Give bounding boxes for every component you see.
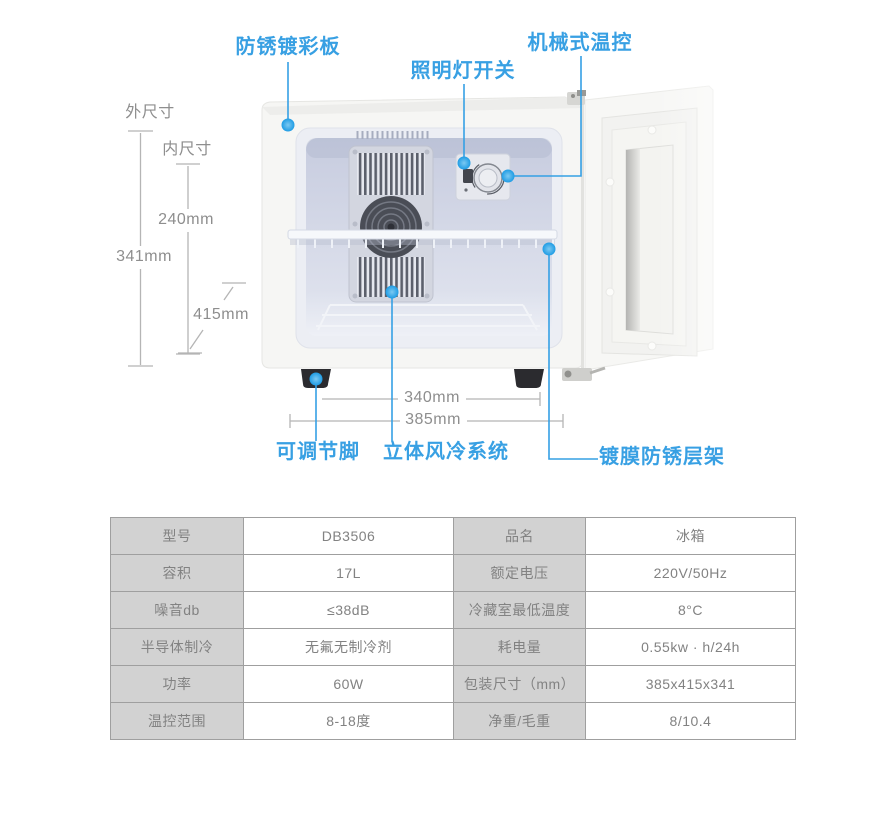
spec-value-cell: 220V/50Hz (585, 554, 796, 592)
callout-dot-cooling (385, 285, 399, 299)
spec-value-cell: ≤38dB (243, 591, 454, 629)
callout-dot-foot (309, 372, 323, 386)
door-hinge-top (567, 90, 586, 105)
spec-row: 半导体制冷 无氟无制冷剂 耗电量 0.55kw · h/24h (110, 628, 796, 666)
label-outer-width: 385mm (405, 411, 461, 428)
spec-value-cell: 8°C (585, 591, 796, 629)
label-outer-size: 外尺寸 (125, 104, 175, 121)
spec-label-cell: 温控范围 (110, 702, 244, 740)
cooling-fan (360, 196, 422, 258)
label-depth: 415mm (193, 306, 249, 323)
callout-dot-panel (281, 118, 295, 132)
spec-label-cell: 包装尺寸（mm） (453, 665, 586, 703)
dim-depth-line (178, 282, 246, 354)
spec-row: 容积 17L 额定电压 220V/50Hz (110, 554, 796, 592)
label-mechanical-thermostat: 机械式温控 (527, 32, 633, 54)
label-air-cooling-system: 立体风冷系统 (383, 441, 509, 463)
spec-row: 型号 DB3506 品名 冰箱 (110, 517, 796, 555)
door-bumps (605, 125, 657, 351)
label-anti-rust-panel: 防锈镀彩板 (235, 36, 341, 58)
wire-shelf (287, 229, 558, 248)
spec-row: 噪音db ≤38dB 冷藏室最低温度 8°C (110, 591, 796, 629)
spec-value-cell: 冰箱 (585, 517, 796, 555)
spec-row: 温控范围 8-18度 净重/毛重 8/10.4 (110, 702, 796, 740)
callout-dot-shelf (542, 242, 556, 256)
spec-value-cell: 385x415x341 (585, 665, 796, 703)
spec-label-cell: 噪音db (110, 591, 244, 629)
label-adjustable-feet: 可调节脚 (276, 441, 360, 463)
label-coated-shelf: 镀膜防锈层架 (599, 446, 725, 468)
vent-panel (348, 145, 434, 303)
fridge-illustration (128, 56, 790, 460)
callout-line-shelf (548, 255, 598, 460)
spec-label-cell: 功率 (110, 665, 244, 703)
floor-ribs (316, 304, 540, 331)
callout-line-thermostat (514, 56, 582, 177)
spec-label-cell: 净重/毛重 (453, 702, 586, 740)
spec-row: 功率 60W 包装尺寸（mm） 385x415x341 (110, 665, 796, 703)
door-hinge-bottom (562, 366, 606, 381)
dim-feet-span-line (322, 392, 541, 406)
fridge-door (562, 80, 790, 381)
spec-label-cell: 型号 (110, 517, 244, 555)
callout-dot-thermostat (501, 169, 515, 183)
spec-label-cell: 额定电压 (453, 554, 586, 592)
spec-label-cell: 耗电量 (453, 628, 586, 666)
spec-label-cell: 容积 (110, 554, 244, 592)
label-outer-height: 341mm (116, 248, 172, 265)
label-light-switch: 照明灯开关 (410, 60, 516, 82)
spec-value-cell: 17L (243, 554, 454, 592)
dim-outer-height-line (128, 130, 153, 367)
spec-value-cell: DB3506 (243, 517, 454, 555)
top-vent-strip (354, 131, 430, 141)
dim-outer-width-line (289, 414, 564, 428)
spec-label-cell: 冷藏室最低温度 (453, 591, 586, 629)
vent-screws (352, 149, 430, 299)
dim-inner-height-line (176, 163, 200, 355)
label-feet-span: 340mm (404, 389, 460, 406)
spec-value-cell: 0.55kw · h/24h (585, 628, 796, 666)
callout-dot-light (457, 156, 471, 170)
label-inner-height: 240mm (158, 211, 214, 228)
spec-value-cell: 无氟无制冷剂 (243, 628, 454, 666)
spec-value-cell: 8-18度 (243, 702, 454, 740)
spec-table: 型号 DB3506 品名 冰箱 容积 17L 额定电压 220V/50Hz 噪音… (110, 517, 796, 740)
spec-label-cell: 品名 (453, 517, 586, 555)
right-foot (514, 369, 544, 388)
spec-value-cell: 8/10.4 (585, 702, 796, 740)
spec-value-cell: 60W (243, 665, 454, 703)
label-inner-size: 内尺寸 (162, 141, 212, 158)
light-switch-button (463, 169, 473, 183)
spec-label-cell: 半导体制冷 (110, 628, 244, 666)
